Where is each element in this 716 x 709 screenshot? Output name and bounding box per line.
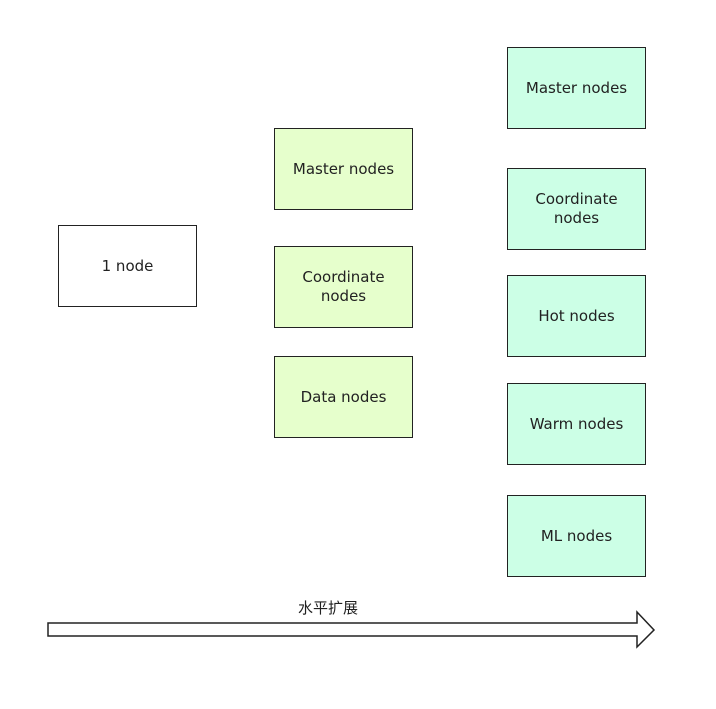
- node-coordinate-2: Coordinate nodes: [274, 246, 413, 328]
- node-single: 1 node: [58, 225, 197, 307]
- node-master-3: Master nodes: [507, 47, 646, 129]
- arrow-shape: [47, 610, 656, 649]
- node-ml-3: ML nodes: [507, 495, 646, 577]
- node-hot-3: Hot nodes: [507, 275, 646, 357]
- node-warm-3: Warm nodes: [507, 383, 646, 465]
- node-data-2: Data nodes: [274, 356, 413, 438]
- node-coordinate-3: Coordinate nodes: [507, 168, 646, 250]
- node-master-2: Master nodes: [274, 128, 413, 210]
- arrow-label: 水平扩展: [297, 599, 358, 617]
